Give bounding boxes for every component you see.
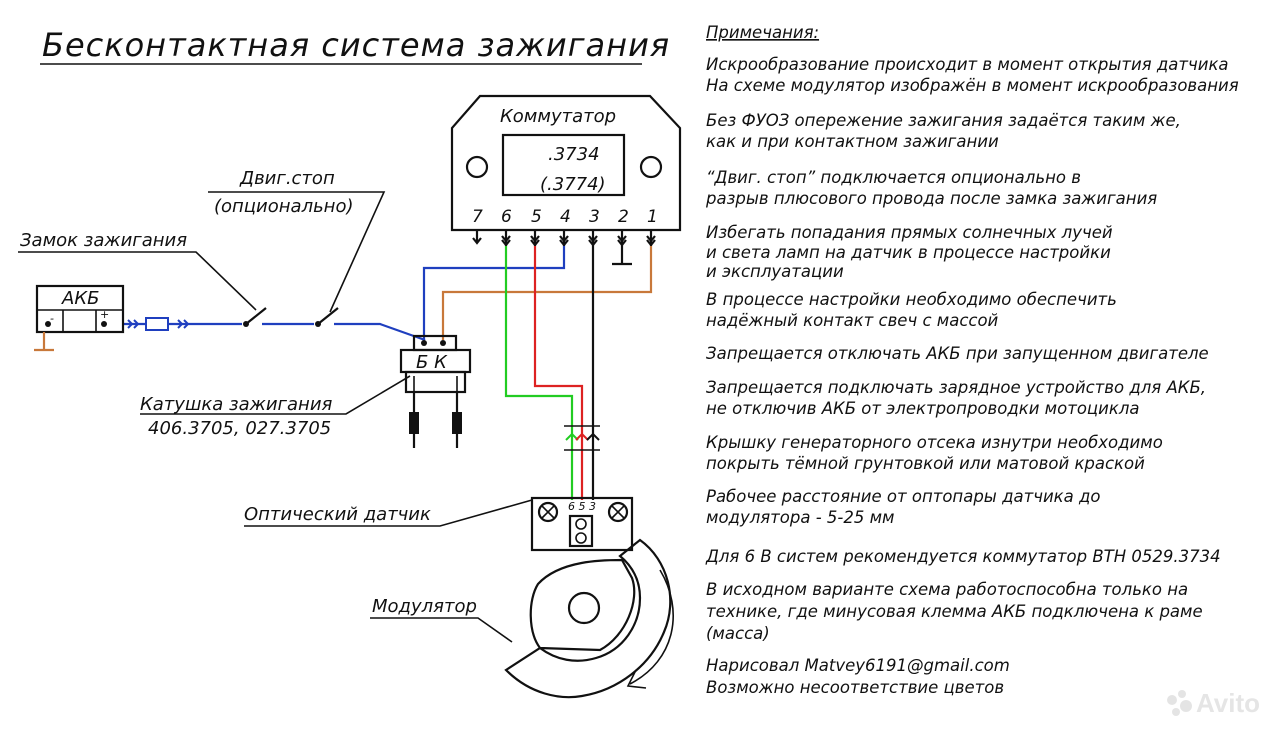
engine-stop-label: Двиг.стоп: [239, 168, 335, 189]
pin-label-4: 4: [560, 207, 571, 227]
note-10-line-1: Для 6 В систем рекомендуется коммутатор …: [705, 547, 1221, 566]
commutator-body: [450, 94, 682, 232]
engine-stop-leader: [208, 191, 386, 313]
wires: [122, 246, 653, 500]
rotation-arrow-icon: [629, 569, 674, 685]
optical-sensor-label: Оптический датчик: [244, 504, 431, 525]
ignition-lock-label: Замок зажигания: [20, 230, 187, 251]
fuse-icon: [145, 317, 169, 331]
watermark-text: Avito: [1196, 688, 1260, 718]
note-8-line-2: покрыть тёмной грунтовкой или матовой кр…: [706, 454, 1145, 473]
optical-sensor: 6 5 3: [530, 496, 634, 552]
note-5-line-2: надёжный контакт свеч с массой: [706, 311, 999, 330]
diagram-title: Бесконтактная система зажигания: [42, 26, 670, 64]
note-9-line-1: Рабочее расстояние от оптопары датчика д…: [706, 487, 1101, 506]
pin-label-6: 6: [501, 207, 512, 227]
note-11-line-1: В исходном варианте схема работоспособна…: [706, 580, 1188, 599]
engine-stop-optional-label: (опционально): [214, 196, 353, 217]
note-9-line-2: модулятора - 5-25 мм: [706, 508, 895, 527]
battery: АКБ - +: [34, 284, 190, 352]
note-12-line-1: Нарисовал Matvey6191@gmail.com: [706, 656, 1010, 675]
note-1-line-2: На схеме модулятор изображён в момент ис…: [706, 76, 1239, 95]
coil-label: Катушка зажигания: [140, 394, 333, 415]
pin-label-2: 2: [618, 207, 629, 227]
sensor-leader: [244, 499, 533, 527]
battery-plus-terminal: [101, 321, 107, 327]
note-1-line-1: Искрообразование происходит в момент отк…: [706, 55, 1229, 74]
coil-leader: [140, 375, 411, 415]
modulator-leader: [370, 617, 513, 643]
battery-plus-label: +: [100, 308, 109, 321]
note-4-line-3: и эксплуатации: [706, 262, 844, 281]
sensor-screw-left: [537, 501, 559, 523]
coil-base: [404, 370, 467, 394]
battery-minus-terminal: [45, 321, 51, 327]
modulator: [504, 538, 674, 699]
note-5-line-1: В процессе настройки необходимо обеспечи…: [706, 290, 1117, 309]
spark-plug-cap-right: [452, 412, 462, 434]
notes-heading: Примечания:: [706, 23, 819, 42]
commutator-pins: [472, 230, 656, 266]
sensor-screw-right: [607, 501, 629, 523]
note-7-line-2: не отключив АКБ от электропроводки мотоц…: [706, 399, 1140, 418]
commutator-model-1: .3734: [548, 144, 600, 165]
cable-connector: [564, 425, 600, 451]
pin-label-7: 7: [472, 207, 483, 227]
spark-plug-cap-left: [409, 412, 419, 434]
commutator-window: [501, 133, 626, 197]
wire-blue-pin4: [422, 246, 566, 340]
ignition-lock-switch: [243, 307, 267, 327]
commutator: Коммутатор .3734 (.3774) 7 6 5 4 3 2 1: [450, 94, 682, 266]
note-11-line-3: (масса): [706, 624, 770, 643]
commutator-label: Коммутатор: [500, 106, 616, 127]
wire-blue-switch: [334, 322, 426, 342]
battery-body: [35, 284, 125, 334]
note-12-line-2: Возможно несоответствие цветов: [706, 678, 1004, 697]
pin-label-3: 3: [589, 207, 600, 227]
note-6-line-1: Запрещается отключать АКБ при запущенном…: [706, 344, 1209, 363]
mount-hole-left: [465, 155, 489, 179]
modulator-label: Модулятор: [372, 596, 477, 617]
note-8-line-1: Крышку генераторного отсека изнутри необ…: [706, 433, 1163, 452]
battery-minus-label: -: [50, 312, 54, 325]
optocoupler: [568, 514, 594, 548]
note-4-line-1: Избегать попадания прямых солнечных луче…: [706, 223, 1113, 242]
ignition-coil: Б К: [399, 334, 472, 448]
modulator-blade: [504, 538, 672, 699]
notes: Примечания: Искрообразование происходит …: [705, 23, 1239, 697]
coil-terminals-label: Б К: [416, 352, 448, 373]
note-11-line-2: технике, где минусовая клемма АКБ подклю…: [706, 602, 1203, 621]
engine-stop-switch: [315, 307, 339, 327]
note-4-line-2: и света ламп на датчик в процессе настро…: [706, 243, 1111, 262]
avito-watermark: Avito: [1167, 688, 1260, 718]
modulator-hub-outline: [529, 558, 636, 652]
coil-model-label: 406.3705, 027.3705: [148, 418, 331, 439]
note-3-line-1: “Двиг. стоп” подключается опционально в: [706, 168, 1081, 187]
mount-hole-right: [639, 155, 663, 179]
note-7-line-1: Запрещается подключать зарядное устройст…: [706, 378, 1206, 397]
wire-red-pin5: [533, 246, 584, 500]
note-3-line-2: разрыв плюсового провода после замка заж…: [705, 189, 1157, 208]
wire-green-pin6: [504, 246, 574, 500]
pin-label-5: 5: [531, 207, 542, 227]
sensor-body: [530, 496, 634, 552]
modulator-shaft: [567, 591, 601, 625]
sensor-pins-label: 6 5 3: [568, 500, 596, 513]
pin-label-1: 1: [647, 207, 658, 227]
battery-label: АКБ: [61, 288, 99, 309]
wire-brown-pin1: [441, 246, 653, 340]
note-2-line-1: Без ФУОЗ опережение зажигания задаётся т…: [706, 111, 1181, 130]
note-2-line-2: как и при контактном зажигании: [706, 132, 999, 151]
commutator-model-2: (.3774): [540, 174, 606, 195]
ignition-lock-leader: [18, 251, 257, 311]
